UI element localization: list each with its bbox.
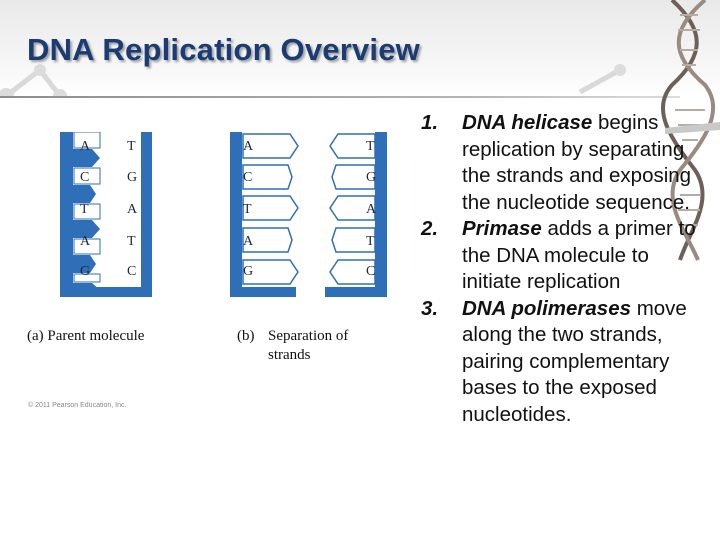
step-text: move along the two strands, pairing comp… (462, 296, 687, 426)
step-emphasis: DNA helicase (462, 111, 593, 134)
parent-base-right-5: C (127, 264, 137, 279)
parent-base-left-5: G (80, 264, 91, 279)
step-emphasis: Primase (462, 217, 542, 240)
separated-base-shapes (242, 133, 376, 285)
parent-base-left-3: T (80, 202, 89, 217)
step-text: adds a primer to the DNA molecule to ini… (462, 217, 696, 293)
page-title: DNA Replication Overview (27, 32, 420, 67)
step-text: begins replication by separating the str… (462, 111, 692, 214)
step-number: 3. (421, 296, 439, 320)
separated-base-left-5: G (243, 264, 254, 279)
dna-replication-figure: A T C G T A A T G C (0, 120, 410, 420)
separated-base-left-2: C (243, 170, 253, 185)
separated-base-left-3: T (243, 202, 252, 217)
step-item: 2. Primase adds a primer to the DNA mole… (405, 216, 710, 296)
caption-parent-molecule: (a) Parent molecule (27, 328, 145, 344)
dna-helix-icon (660, 0, 720, 261)
separated-base-right-3: A (366, 202, 377, 217)
step-item: 3. DNA polimerases move along the two st… (405, 296, 710, 429)
separated-base-left-4: A (243, 234, 254, 249)
parent-base-pair-notches (73, 132, 101, 297)
caption-separation-label: (b) (237, 328, 255, 344)
caption-separation-line1: Separation of (268, 328, 349, 344)
step-emphasis: DNA polimerases (462, 296, 631, 320)
parent-base-right-1: T (127, 139, 136, 154)
title-bar: DNA Replication Overview (0, 0, 720, 96)
parent-base-left-2: C (80, 170, 90, 185)
replication-steps-list: 1. DNA helicase begins replication by se… (405, 110, 710, 428)
step-number: 2. (421, 217, 439, 240)
parent-base-left-1: A (80, 139, 91, 154)
separated-base-right-1: T (366, 139, 375, 154)
copyright-notice: © 2011 Pearson Education, Inc. (28, 402, 127, 409)
parent-base-right-4: T (127, 234, 136, 249)
separated-base-right-5: C (366, 264, 376, 279)
separated-base-right-4: T (366, 234, 375, 249)
parent-base-right-3: A (127, 202, 138, 217)
title-divider (0, 96, 680, 98)
separated-base-right-2: G (366, 170, 377, 185)
molecule-background-graphic (0, 64, 626, 96)
caption-separation-line2: strands (268, 347, 311, 363)
parent-base-left-4: A (80, 234, 91, 249)
step-number: 1. (421, 111, 439, 134)
parent-base-right-2: G (127, 170, 138, 185)
step-item: 1. DNA helicase begins replication by se… (405, 110, 710, 216)
separated-base-left-1: A (243, 139, 254, 154)
